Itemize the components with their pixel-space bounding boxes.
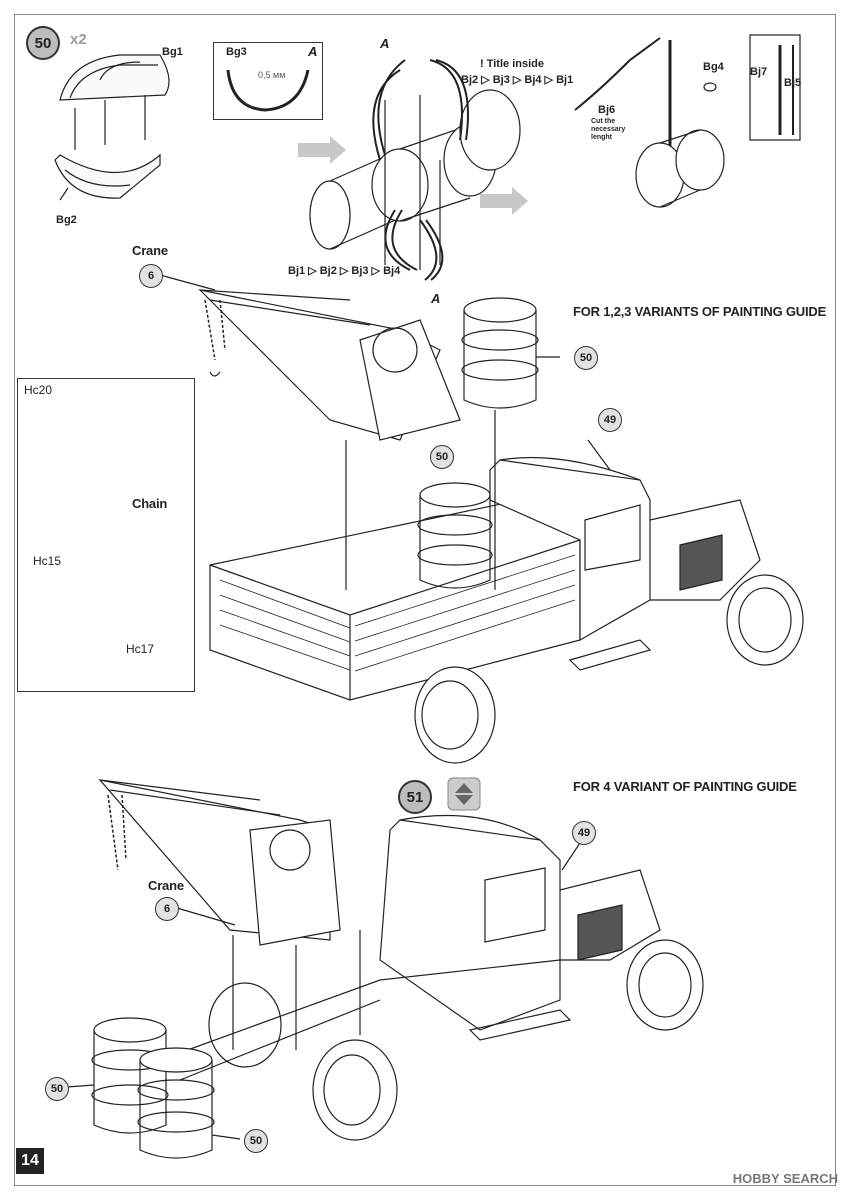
part-label-bg3: Bg3	[226, 46, 247, 58]
inset-letter-a: A	[308, 44, 318, 59]
callout-50-upper-right: 50	[574, 346, 598, 370]
inset-dimension: 0,5 мм	[258, 70, 286, 80]
part-label-hc17: Hc17	[126, 642, 155, 656]
callout-6-upper: 6	[139, 264, 163, 288]
ring-letter-a-bottom: A	[431, 291, 441, 306]
callout-50-upper-bed: 50	[430, 445, 454, 469]
part-label-bj6: Bj6	[598, 104, 616, 116]
callout-6-lower: 6	[155, 897, 179, 921]
callout-50-lower-right: 50	[244, 1129, 268, 1153]
part-label-bg1: Bg1	[162, 46, 183, 58]
bg3-inset	[213, 42, 323, 120]
chain-detail-box	[17, 378, 195, 692]
upper-truck	[209, 456, 804, 764]
callout-49-upper: 49	[598, 408, 622, 432]
callout-50-lower-left: 50	[45, 1077, 69, 1101]
step-51-badge: 51	[398, 780, 432, 814]
part-label-bj5: Bj5	[784, 77, 802, 89]
chain-label: Chain	[132, 496, 168, 511]
lower-crane	[98, 779, 361, 1050]
variant-heading-123: FOR 1,2,3 VARIANTS OF PAINTING GUIDE	[573, 304, 827, 319]
step-50-badge: 50	[26, 26, 60, 60]
drum-half-bg2	[54, 153, 161, 199]
drum-half-bg1	[59, 54, 170, 101]
page-number: 14	[16, 1148, 44, 1174]
decal-sequence-bottom: Bj1 ▷ Bj2 ▷ Bj3 ▷ Bj4	[288, 265, 401, 277]
variant-heading-4: FOR 4 VARIANT OF PAINTING GUIDE	[573, 779, 797, 794]
part-label-bg4: Bg4	[703, 61, 724, 73]
crane-label-lower: Crane	[148, 878, 184, 893]
page-frame	[14, 14, 836, 1186]
quantity-x2: x2	[70, 31, 87, 48]
swap-icon	[447, 777, 481, 811]
lower-drums	[91, 1017, 215, 1159]
ring-letter-a-top: A	[380, 36, 390, 51]
part-label-bg2: Bg2	[56, 214, 77, 226]
cut-length-note: Cut the necessary lenght	[591, 118, 626, 141]
crane-label-upper: Crane	[132, 243, 168, 258]
lower-truck	[159, 814, 704, 1141]
watermark: HOBBY SEARCH	[732, 1171, 838, 1186]
part-label-hc20: Hc20	[24, 383, 53, 397]
upper-crane	[198, 289, 496, 590]
callout-49-lower: 49	[572, 821, 596, 845]
decal-sequence-top: Bj2 ▷ Bj3 ▷ Bj4 ▷ Bj1	[461, 74, 574, 86]
part-label-hc15: Hc15	[33, 554, 62, 568]
upper-drums	[417, 297, 539, 589]
pump-assembly	[574, 34, 801, 208]
title-inside-note: ! Title inside	[480, 58, 544, 70]
exploded-drum	[309, 59, 521, 281]
part-label-bj7: Bj7	[750, 66, 768, 78]
